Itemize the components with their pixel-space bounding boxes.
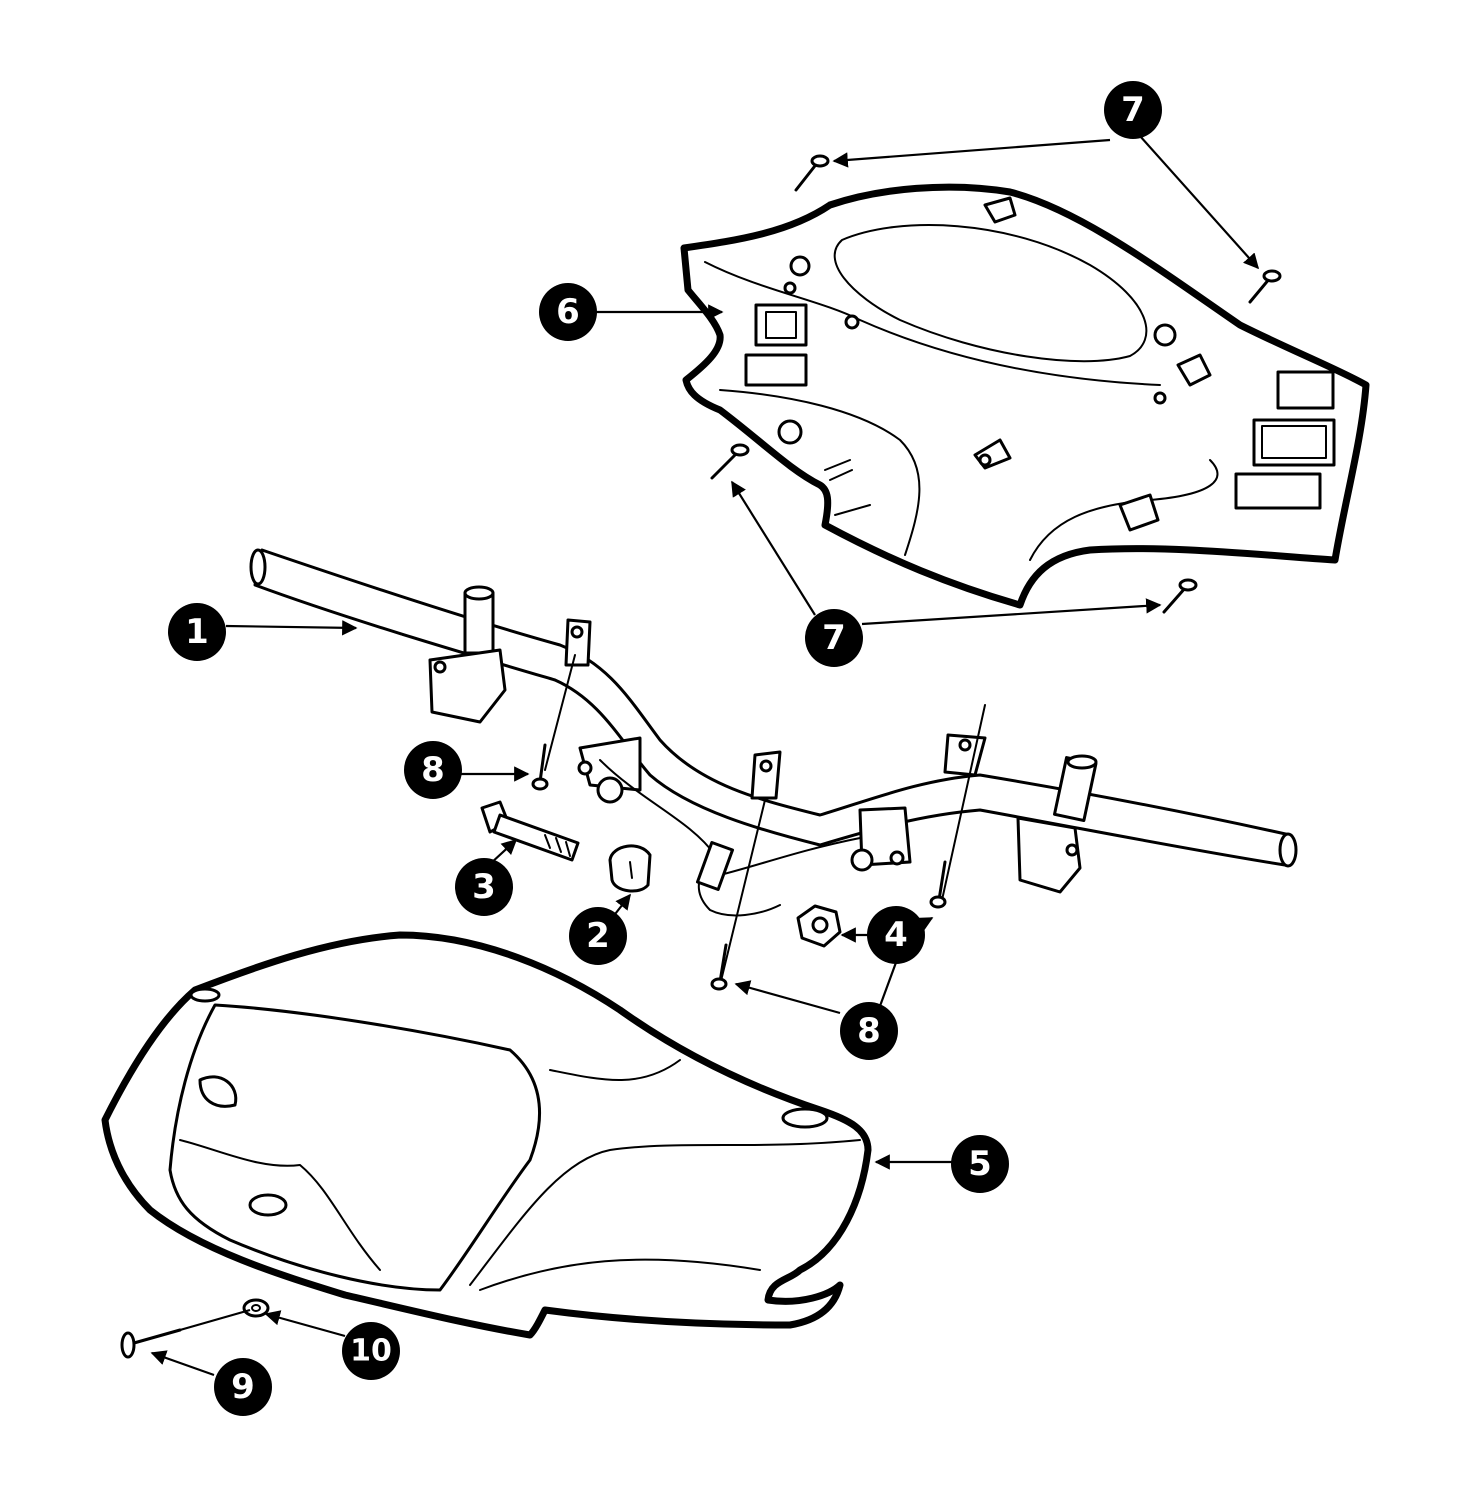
callout-label: 6 <box>556 292 580 332</box>
callout-label: 5 <box>968 1144 992 1184</box>
callout-label: 1 <box>185 612 209 652</box>
front-handlebar-cover <box>101 931 872 1339</box>
screw-8-center <box>710 943 728 991</box>
callout-7-top: 7 <box>1104 81 1162 139</box>
callout-label: 9 <box>231 1367 255 1407</box>
callout-label: 8 <box>857 1011 881 1051</box>
callout-label: 3 <box>472 867 496 907</box>
callout-4: 4 <box>867 906 925 964</box>
callout-label: 10 <box>350 1334 392 1369</box>
rear-handlebar-cover <box>680 183 1370 609</box>
callout-label: 7 <box>822 618 846 658</box>
callout-1: 1 <box>168 603 226 661</box>
screw-8-left <box>531 743 549 791</box>
screw-7-bottom-left <box>710 443 750 480</box>
callout-label: 2 <box>586 916 610 956</box>
screw <box>120 1328 182 1359</box>
callout-2: 2 <box>569 907 627 965</box>
callout-10: 10 <box>342 1322 400 1380</box>
callout-5: 5 <box>951 1135 1009 1193</box>
callout-7-bottom: 7 <box>805 609 863 667</box>
callout-9: 9 <box>214 1358 272 1416</box>
callout-label: 7 <box>1121 90 1145 130</box>
handlebar <box>249 548 1298 986</box>
screw-8-right <box>929 860 947 909</box>
callout-8-left: 8 <box>404 741 462 799</box>
washer <box>242 1298 270 1318</box>
callout-label: 8 <box>421 750 445 790</box>
callout-3: 3 <box>455 858 513 916</box>
bushing <box>608 844 652 893</box>
callout-6: 6 <box>539 283 597 341</box>
callout-label: 4 <box>884 915 908 955</box>
screw-7-bottom-right <box>1162 578 1198 614</box>
callout-8-bottom: 8 <box>840 1002 898 1060</box>
bolt <box>480 800 580 862</box>
screw-7-top-right <box>1248 269 1282 304</box>
screw-7-top-left <box>794 154 830 192</box>
nut <box>796 904 842 948</box>
